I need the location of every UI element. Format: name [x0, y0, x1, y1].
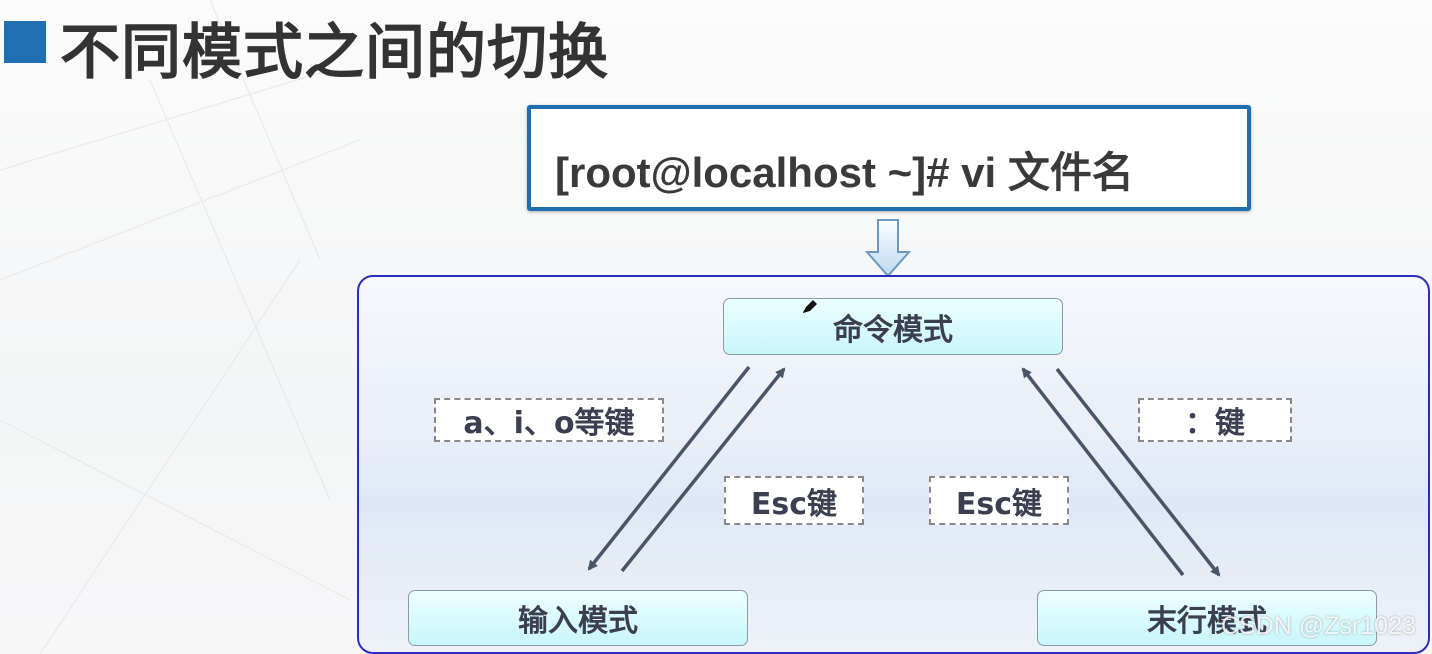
- title-bullet: [4, 21, 46, 63]
- down-arrow-icon: [865, 219, 911, 278]
- key-label-to-input-text: a、i、o等键: [463, 406, 635, 441]
- mode-switch-panel: 命令模式 输入模式 末行模式 a、i、o等键 Esc键 Esc键 ：键 CSDN…: [357, 275, 1430, 654]
- command-mode-box: 命令模式: [723, 298, 1063, 355]
- pen-cursor-icon: [803, 300, 817, 313]
- input-mode-label: 输入模式: [518, 604, 638, 639]
- arrow-last-to-command: [1021, 367, 1185, 577]
- page-title: 不同模式之间的切换: [60, 18, 609, 88]
- last-line-mode-label: 末行模式: [1147, 604, 1267, 639]
- key-label-last-esc-text: Esc键: [955, 486, 1043, 522]
- key-label-colon-text: ：键: [1185, 406, 1245, 441]
- input-mode-box: 输入模式: [408, 590, 748, 646]
- key-label-input-esc: Esc键: [724, 476, 864, 525]
- key-label-last-esc: Esc键: [929, 476, 1069, 525]
- command-line-box: [root@localhost ~]# vi 文件名: [527, 105, 1251, 211]
- arrow-command-to-input: [587, 365, 751, 571]
- command-line-text: [root@localhost ~]# vi 文件名: [555, 149, 1134, 196]
- arrow-input-to-command: [620, 367, 786, 573]
- key-label-input-esc-text: Esc键: [750, 486, 838, 522]
- key-label-to-input: a、i、o等键: [434, 398, 664, 442]
- watermark: CSDN @Zsr1023: [1221, 612, 1416, 640]
- arrow-command-to-last: [1055, 367, 1221, 577]
- last-line-mode-box: 末行模式: [1037, 590, 1377, 646]
- command-mode-label: 命令模式: [833, 312, 953, 348]
- key-label-colon: ：键: [1138, 398, 1292, 442]
- transition-arrows: [587, 365, 1221, 577]
